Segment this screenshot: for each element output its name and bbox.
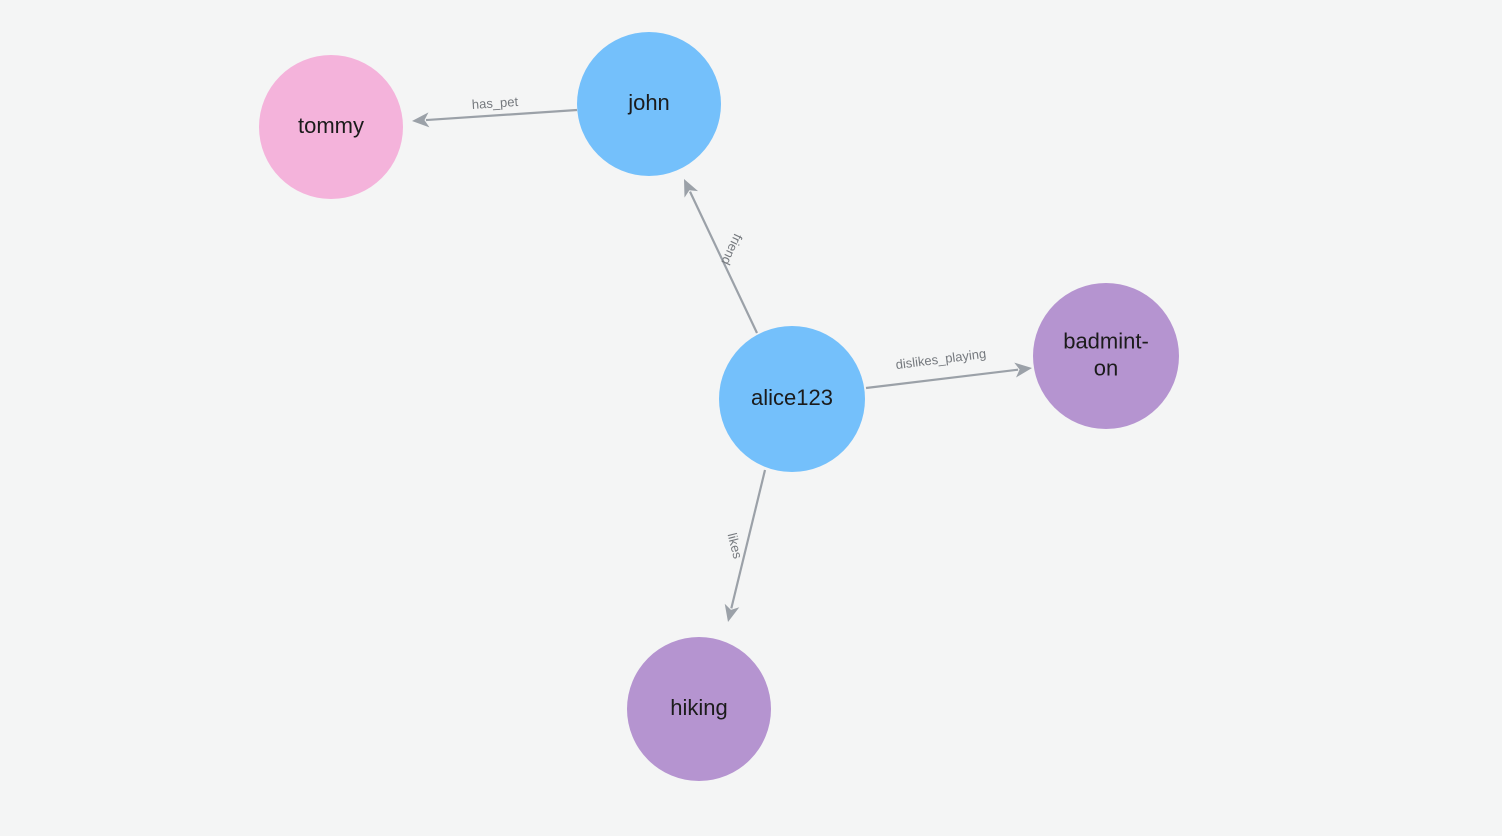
node-circle[interactable] — [627, 637, 771, 781]
graph-node-alice123[interactable]: alice123 — [719, 326, 865, 472]
graph-node-badminton[interactable]: badmint-on — [1033, 283, 1179, 429]
graph-node-tommy[interactable]: tommy — [259, 55, 403, 199]
edge-line — [689, 191, 758, 334]
node-circle[interactable] — [719, 326, 865, 472]
graph-node-hiking[interactable]: hiking — [627, 637, 771, 781]
edge-arrow-icon — [1014, 362, 1032, 378]
edge-line — [730, 469, 767, 609]
edge-line — [425, 108, 578, 122]
graph-node-john[interactable]: john — [577, 32, 721, 176]
node-circle[interactable] — [259, 55, 403, 199]
edge-arrow-icon — [684, 179, 699, 198]
edge-arrow-icon — [724, 603, 740, 622]
node-circle[interactable] — [577, 32, 721, 176]
edge-line — [865, 368, 1019, 390]
edge-arrow-icon — [412, 112, 430, 128]
node-circle[interactable] — [1033, 283, 1179, 429]
